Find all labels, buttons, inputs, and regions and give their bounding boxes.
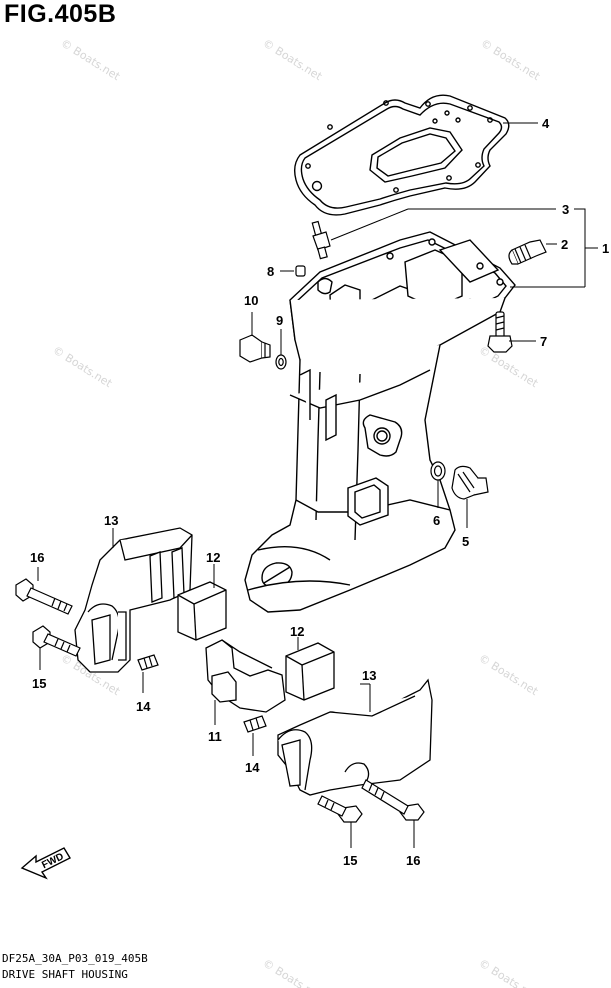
callout-1: 1 (602, 241, 609, 256)
part-14-pin-left (137, 654, 159, 671)
watermark: © Boats.net (476, 652, 540, 699)
figure-name: DRIVE SHAFT HOUSING (2, 968, 128, 981)
callout-3: 3 (562, 202, 569, 217)
figure-title: FIG.405B (4, 0, 117, 28)
callout-15-left: 15 (32, 676, 46, 691)
watermark: © Boats.net (476, 957, 540, 988)
part-6-washer (430, 461, 446, 481)
part-4-gasket (293, 94, 510, 216)
part-16-bolt-right (361, 779, 425, 821)
fwd-arrow-icon (20, 847, 71, 880)
callout-10: 10 (244, 293, 258, 308)
callout-9: 9 (276, 313, 283, 328)
callout-7: 7 (540, 334, 547, 349)
part-7-bolt (487, 311, 513, 353)
callout-14-right: 14 (245, 760, 260, 775)
part-11-bracket (205, 639, 286, 713)
part-5-plug (451, 465, 489, 500)
callout-12-left: 12 (206, 550, 220, 565)
callout-13-right: 13 (362, 668, 376, 683)
callout-12-right: 12 (290, 624, 304, 639)
leader-lines (37, 122, 598, 848)
callout-16-left: 16 (30, 550, 44, 565)
part-9-washer (275, 354, 287, 370)
part-1-drive-shaft-housing (244, 231, 516, 613)
callout-2: 2 (561, 237, 568, 252)
callout-6: 6 (433, 513, 440, 528)
callout-16-right: 16 (406, 853, 420, 868)
part-12-mount-left (177, 581, 227, 641)
watermark: © Boats.net (260, 37, 324, 84)
callout-numbers: 1 2 3 4 5 6 7 8 9 10 11 12 12 13 13 14 1… (30, 116, 609, 868)
callout-13-left: 13 (104, 513, 118, 528)
part-16-bolt-left (15, 578, 73, 615)
part-3-fitting (311, 220, 331, 260)
fwd-label: FWD (40, 851, 65, 871)
callout-15-right: 15 (343, 853, 357, 868)
part-15-bolt-left (32, 625, 81, 657)
part-13-bracket-left (74, 527, 193, 673)
part-10-plug (239, 334, 271, 363)
callout-8: 8 (267, 264, 274, 279)
figure-code: DF25A_30A_P03_019_405B (2, 952, 148, 965)
part-8-pin (295, 265, 306, 277)
part-13-bracket-right (277, 678, 433, 796)
part-14-pin-right (243, 715, 267, 733)
watermark: © Boats.net (50, 344, 114, 391)
part-12-mount-right (285, 642, 335, 701)
watermark: © Boats.net (476, 344, 540, 391)
watermark: © Boats.net (478, 37, 542, 84)
watermark: © Boats.net (58, 37, 122, 84)
callout-14-left: 14 (136, 699, 151, 714)
part-2-plug (508, 239, 547, 265)
callout-5: 5 (462, 534, 469, 549)
part-15-bolt-right (317, 795, 363, 823)
callout-4: 4 (542, 116, 550, 131)
watermark: © Boats.net (260, 957, 324, 988)
callout-11: 11 (208, 729, 222, 744)
